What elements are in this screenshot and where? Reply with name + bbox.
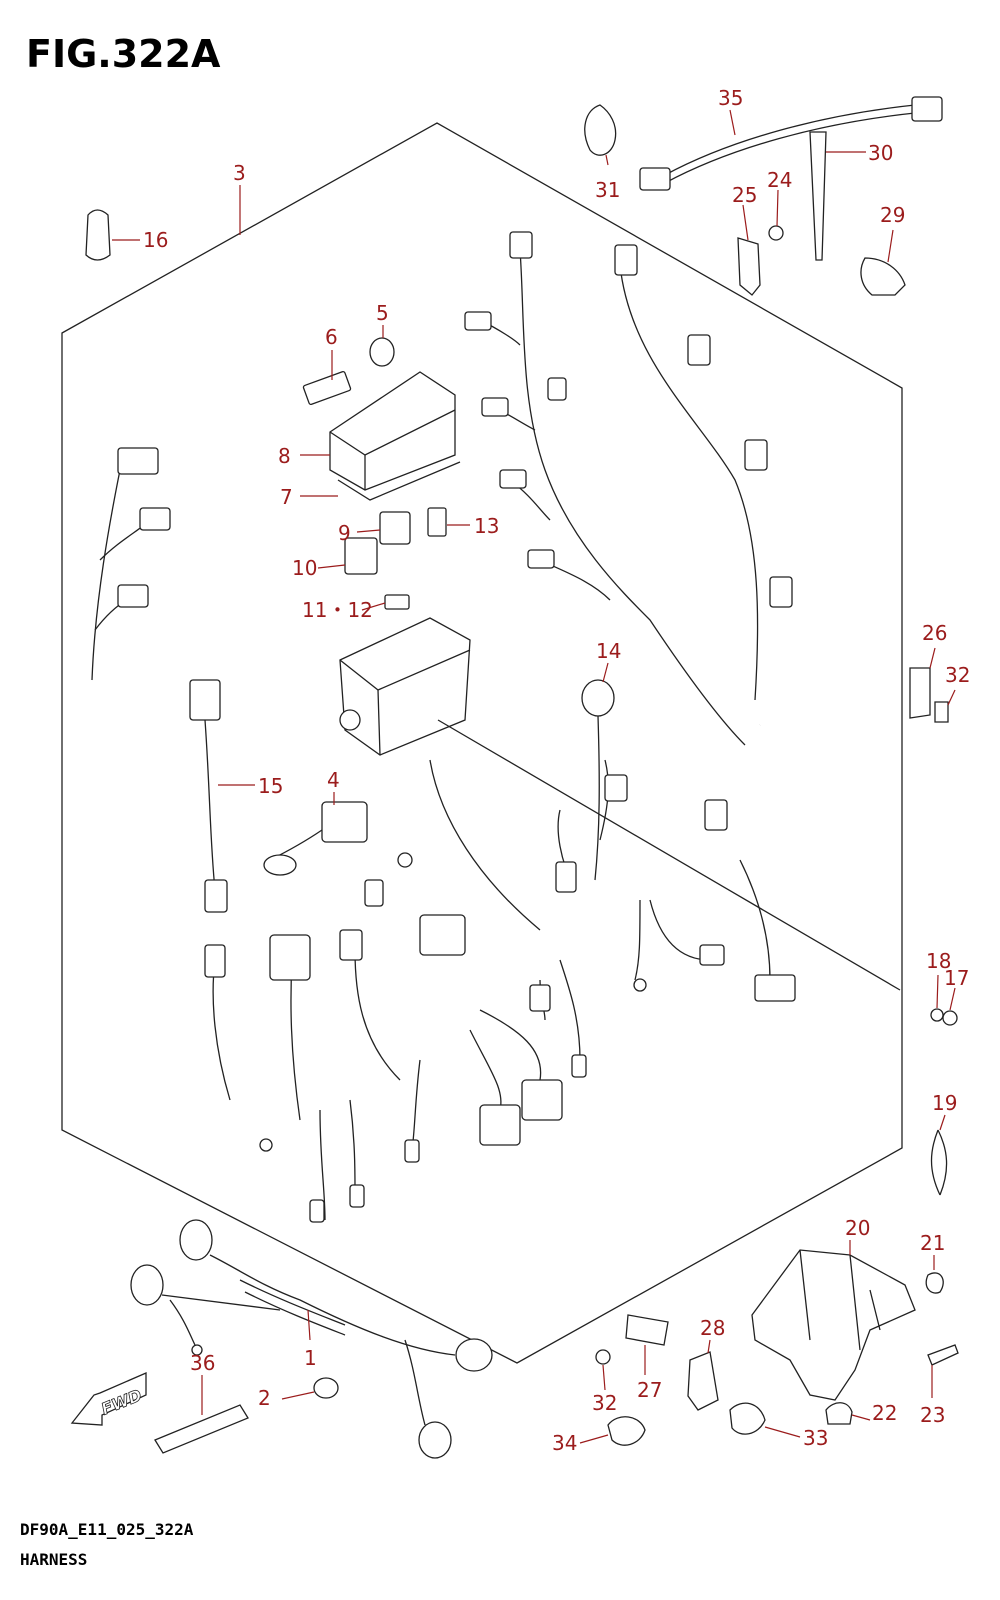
assembly-boundary — [61, 122, 903, 1364]
callout-27: 27 — [637, 1378, 662, 1402]
figure-code: DF90A_E11_025_322A — [20, 1520, 194, 1539]
callout-23: 23 — [920, 1403, 945, 1427]
part-1-harness — [130, 1219, 493, 1459]
part-17-nut — [942, 1010, 958, 1026]
callout-26: 26 — [922, 621, 947, 645]
callout-11-12: 11・12 — [302, 598, 373, 622]
part-5-grommet — [369, 337, 395, 367]
callout-1: 1 — [304, 1346, 317, 1370]
main-harness — [83, 231, 813, 1223]
part-28-bracket — [687, 1351, 719, 1411]
part-31-clamp — [584, 104, 617, 156]
callout-33: 33 — [803, 1426, 828, 1450]
part-30-tie — [809, 131, 827, 261]
callout-labels: 3 16 5 6 8 7 9 13 10 11・12 14 15 4 31 35… — [143, 86, 970, 1455]
part-34-clamp — [607, 1416, 646, 1446]
part-33-clamp — [729, 1402, 766, 1435]
callout-18: 18 — [926, 949, 951, 973]
callout-36: 36 — [190, 1351, 215, 1375]
callout-30: 30 — [868, 141, 893, 165]
leader-lines — [112, 109, 956, 1444]
part-26-plate — [909, 667, 931, 719]
callout-13: 13 — [474, 514, 499, 538]
callout-28: 28 — [700, 1316, 725, 1340]
callout-4: 4 — [327, 768, 340, 792]
part-9-relay — [379, 511, 411, 545]
part-11-12-fuse — [384, 594, 410, 610]
callout-31: 31 — [595, 178, 620, 202]
part-35-cable — [639, 96, 943, 191]
part-29-clamp — [860, 257, 906, 296]
callout-32-bottom: 32 — [592, 1391, 617, 1415]
part-14-sensor — [581, 679, 615, 881]
part-32-bolt-right — [934, 701, 949, 723]
part-6-clip — [302, 370, 352, 406]
part-27-plate — [625, 1314, 669, 1346]
callout-24: 24 — [767, 168, 792, 192]
part-16-cap — [85, 209, 111, 261]
part-4-relay — [263, 801, 368, 876]
callout-29: 29 — [880, 203, 905, 227]
callout-20: 20 — [845, 1216, 870, 1240]
callout-14: 14 — [596, 639, 621, 663]
part-2-nut — [313, 1377, 339, 1399]
callout-34: 34 — [552, 1431, 577, 1455]
fwd-arrow: FWD — [70, 1372, 147, 1426]
fuse-box-base — [339, 617, 471, 756]
callout-21: 21 — [920, 1231, 945, 1255]
part-32-bolt-bottom — [595, 1349, 611, 1365]
part-13-fuse — [427, 507, 447, 537]
callout-32-right: 32 — [945, 663, 970, 687]
callout-9: 9 — [338, 521, 351, 545]
part-25-bracket — [737, 237, 761, 296]
part-21-grommet — [925, 1272, 944, 1294]
part-22-cushion — [825, 1402, 853, 1425]
part-20-bracket — [751, 1249, 916, 1401]
callout-22: 22 — [872, 1401, 897, 1425]
part-23-screw — [927, 1344, 959, 1366]
callout-19: 19 — [932, 1091, 957, 1115]
figure-title: FIG.322A — [26, 32, 221, 76]
callout-7: 7 — [280, 485, 293, 509]
callout-16: 16 — [143, 228, 168, 252]
callout-25: 25 — [732, 183, 757, 207]
callout-3: 3 — [233, 161, 246, 185]
part-19-clip — [930, 1129, 948, 1196]
callout-15: 15 — [258, 774, 283, 798]
part-24-bolt — [768, 225, 784, 241]
callout-2: 2 — [258, 1386, 271, 1410]
part-18-washer — [930, 1008, 944, 1022]
sub-harness-15 — [189, 679, 228, 913]
callout-8: 8 — [278, 444, 291, 468]
callout-10: 10 — [292, 556, 317, 580]
part-36-tube — [154, 1404, 249, 1454]
part-10-relay — [344, 537, 378, 575]
callout-6: 6 — [325, 325, 338, 349]
callout-5: 5 — [376, 301, 389, 325]
fuse-box-cover — [329, 371, 461, 501]
callout-35: 35 — [718, 86, 743, 110]
figure-name: HARNESS — [20, 1550, 88, 1569]
callout-17: 17 — [944, 966, 969, 990]
